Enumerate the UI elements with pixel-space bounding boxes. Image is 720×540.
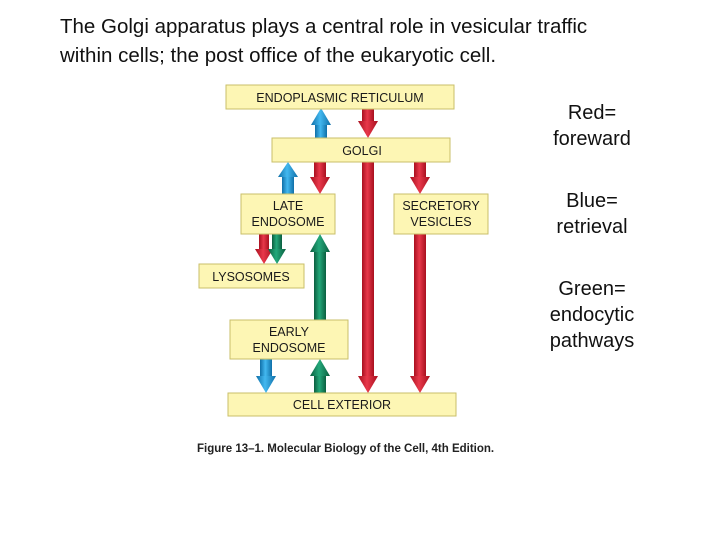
- figure-caption: Figure 13–1. Molecular Biology of the Ce…: [197, 443, 494, 455]
- legend-red: Red= foreward: [520, 100, 664, 152]
- heading-line-2: within cells; the post office of the euk…: [60, 44, 497, 67]
- box-late-endosome: LATE ENDOSOME: [240, 193, 336, 235]
- legend-green-line-1: Green=: [558, 278, 626, 300]
- arrow-golgi-to-late-endosome: [310, 162, 330, 194]
- box-endoplasmic-reticulum: ENDOPLASMIC RETICULUM: [225, 84, 455, 110]
- label-early-endosome-line-1: EARLY: [269, 325, 310, 339]
- arrow-late-endosome-to-lysosomes-endocytic: [268, 233, 286, 264]
- slide-heading: The Golgi apparatus plays a central role…: [60, 12, 700, 70]
- box-golgi: GOLGI: [271, 137, 451, 163]
- label-lysosomes: LYSOSOMES: [212, 270, 290, 284]
- legend-green-line-3: pathways: [549, 330, 635, 352]
- arrow-golgi-to-secretory-vesicles: [410, 162, 430, 194]
- label-golgi: GOLGI: [342, 144, 382, 158]
- label-late-endosome-line-2: ENDOSOME: [252, 215, 325, 229]
- arrow-secretory-vesicles-to-cell-exterior: [410, 233, 430, 393]
- label-cell-exterior: CELL EXTERIOR: [293, 398, 391, 412]
- box-lysosomes: LYSOSOMES: [198, 263, 305, 289]
- arrow-late-endosome-to-lysosomes: [255, 233, 273, 264]
- arrow-early-endosome-to-late-endosome: [310, 234, 330, 320]
- box-secretory-vesicles: SECRETORY VESICLES: [393, 193, 489, 235]
- label-endoplasmic-reticulum: ENDOPLASMIC RETICULUM: [256, 91, 423, 105]
- heading-line-1: The Golgi apparatus plays a central role…: [60, 15, 588, 38]
- box-early-endosome: EARLY ENDOSOME: [229, 319, 349, 360]
- arrow-cell-exterior-to-early-endosome: [310, 359, 330, 394]
- legend-blue: Blue= retrieval: [520, 188, 664, 240]
- legend-red-line-1: Red=: [567, 102, 617, 124]
- arrow-er-to-golgi: [358, 109, 378, 138]
- legend-blue-line-2: retrieval: [556, 216, 628, 238]
- legend-green: Green= endocytic pathways: [520, 276, 664, 354]
- label-secretory-vesicles-line-2: VESICLES: [410, 215, 471, 229]
- box-cell-exterior: CELL EXTERIOR: [227, 392, 457, 417]
- legend-red-line-2: foreward: [553, 128, 631, 150]
- arrow-golgi-to-er: [311, 108, 331, 140]
- legend-blue-line-1: Blue=: [566, 190, 618, 212]
- label-late-endosome-line-1: LATE: [273, 199, 303, 213]
- legend-green-line-2: endocytic: [549, 304, 635, 326]
- arrow-late-endosome-to-golgi: [278, 162, 298, 194]
- label-early-endosome-line-2: ENDOSOME: [253, 341, 326, 355]
- arrow-early-endosome-to-cell-exterior: [256, 359, 276, 393]
- label-secretory-vesicles-line-1: SECRETORY: [402, 199, 480, 213]
- arrow-golgi-to-cell-exterior: [358, 162, 378, 393]
